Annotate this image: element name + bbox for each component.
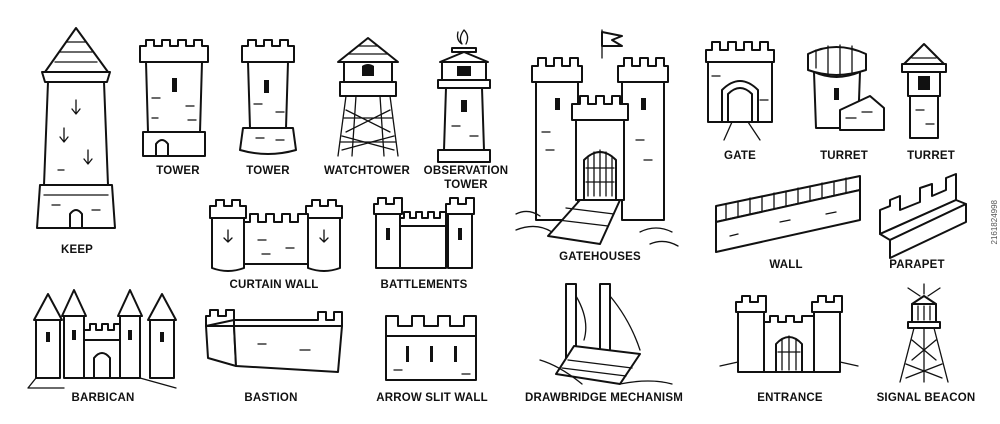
label-signal-beacon: SIGNAL BEACON bbox=[877, 392, 976, 404]
label-turret-round: TURRET bbox=[820, 150, 868, 162]
turret-pointed-illustration bbox=[901, 43, 947, 139]
label-tower-round: TOWER bbox=[246, 165, 290, 177]
label-watchtower: WATCHTOWER bbox=[324, 165, 410, 177]
gatehouses-illustration bbox=[515, 29, 679, 247]
label-bastion: BASTION bbox=[244, 392, 297, 404]
observation-tower-illustration bbox=[437, 29, 491, 163]
barbican-illustration bbox=[27, 289, 177, 389]
label-arrow-slit-wall: ARROW SLIT WALL bbox=[376, 392, 488, 404]
arrow-slit-wall-illustration bbox=[385, 315, 477, 381]
keep-illustration bbox=[36, 27, 116, 229]
label-drawbridge-mechanism: DRAWBRIDGE MECHANISM bbox=[525, 392, 683, 404]
label-parapet: PARAPET bbox=[889, 259, 945, 271]
label-keep: KEEP bbox=[61, 244, 93, 256]
label-gate: GATE bbox=[724, 150, 756, 162]
label-barbican: BARBICAN bbox=[72, 392, 135, 404]
signal-beacon-illustration bbox=[899, 283, 949, 383]
curtain-wall-illustration bbox=[209, 199, 343, 272]
label-battlements: BATTLEMENTS bbox=[381, 279, 468, 291]
label-observation-line2: TOWER bbox=[444, 179, 488, 191]
label-turret-pointed: TURRET bbox=[907, 150, 955, 162]
label-curtain-wall: CURTAIN WALL bbox=[229, 279, 318, 291]
stock-image-id: 2161824998 bbox=[990, 200, 999, 245]
label-gatehouses: GATEHOUSES bbox=[559, 251, 641, 263]
tower-round-illustration bbox=[239, 39, 297, 155]
bastion-illustration bbox=[205, 309, 343, 373]
gate-illustration bbox=[705, 41, 775, 141]
battlements-illustration bbox=[373, 197, 475, 269]
label-tower-square: TOWER bbox=[156, 165, 200, 177]
watchtower-illustration bbox=[337, 37, 399, 157]
turret-round-illustration bbox=[807, 44, 885, 131]
label-entrance: ENTRANCE bbox=[757, 392, 823, 404]
tower-square-illustration bbox=[139, 39, 209, 157]
label-wall: WALL bbox=[769, 259, 802, 271]
wall-illustration bbox=[715, 175, 861, 253]
entrance-illustration bbox=[719, 295, 859, 373]
label-observation-line1: OBSERVATION bbox=[424, 165, 509, 177]
parapet-illustration bbox=[879, 173, 967, 259]
drawbridge-mechanism-illustration bbox=[539, 283, 673, 385]
